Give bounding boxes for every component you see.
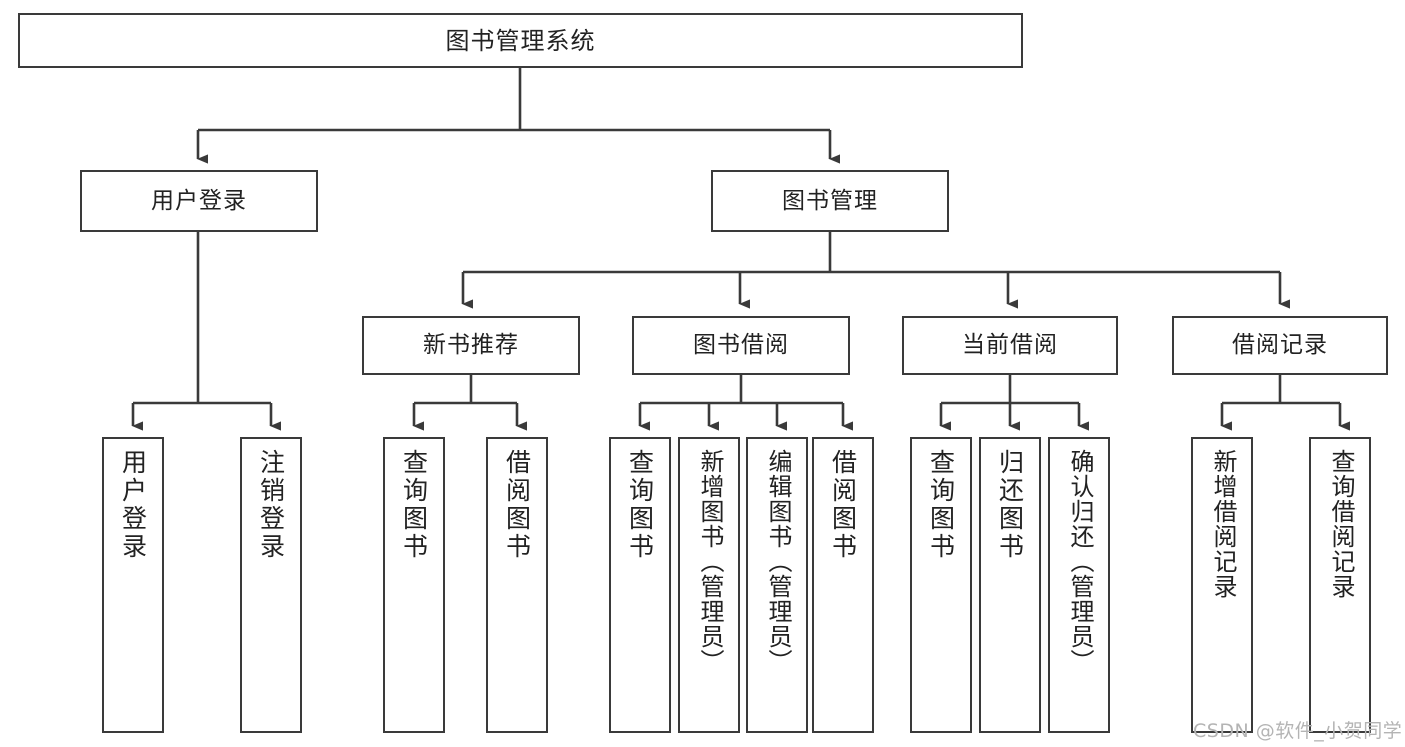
- node-borrow-record[interactable]: 借阅记录: [1172, 316, 1388, 375]
- leaf-user-login[interactable]: 用户登录: [102, 437, 164, 733]
- node-label: 新增借阅记录: [1208, 449, 1237, 599]
- leaf-return-book[interactable]: 归还图书: [979, 437, 1041, 733]
- leaf-add-book-admin[interactable]: 新增图书（管理员）: [678, 437, 740, 733]
- node-book-borrow[interactable]: 图书借阅: [632, 316, 850, 375]
- node-label: 新书推荐: [423, 332, 519, 359]
- node-label: 用户登录: [118, 449, 148, 561]
- node-label: 查询图书: [399, 449, 429, 561]
- node-root-system[interactable]: 图书管理系统: [18, 13, 1023, 68]
- leaf-logout[interactable]: 注销登录: [240, 437, 302, 733]
- node-new-book-recommendation[interactable]: 新书推荐: [362, 316, 580, 375]
- node-label: 编辑图书（管理员）: [763, 449, 792, 674]
- node-label: 图书管理: [782, 187, 878, 214]
- node-label: 查询借阅记录: [1326, 449, 1355, 599]
- leaf-borrow-query-book[interactable]: 查询图书: [609, 437, 671, 733]
- node-label: 新增图书（管理员）: [695, 449, 724, 674]
- node-label: 当前借阅: [962, 332, 1058, 359]
- watermark-text: CSDN @软件_小贺同学: [1193, 720, 1403, 742]
- node-book-management[interactable]: 图书管理: [711, 170, 949, 232]
- node-label: 归还图书: [995, 449, 1025, 561]
- leaf-edit-book-admin[interactable]: 编辑图书（管理员）: [746, 437, 808, 733]
- node-label: 图书管理系统: [445, 26, 596, 55]
- node-label: 借阅记录: [1232, 332, 1328, 359]
- node-label: 查询图书: [926, 449, 956, 561]
- node-label: 查询图书: [625, 449, 655, 561]
- node-label: 图书借阅: [693, 332, 789, 359]
- node-label: 注销登录: [256, 449, 286, 561]
- leaf-borrow-book[interactable]: 借阅图书: [812, 437, 874, 733]
- node-label: 确认归还（管理员）: [1065, 449, 1094, 674]
- leaf-recommend-query-book[interactable]: 查询图书: [383, 437, 445, 733]
- leaf-add-borrow-record[interactable]: 新增借阅记录: [1191, 437, 1253, 733]
- node-current-borrow[interactable]: 当前借阅: [902, 316, 1118, 375]
- node-label: 借阅图书: [828, 449, 858, 561]
- leaf-recommend-borrow-book[interactable]: 借阅图书: [486, 437, 548, 733]
- node-label: 用户登录: [151, 187, 247, 214]
- leaf-query-borrow-record[interactable]: 查询借阅记录: [1309, 437, 1371, 733]
- leaf-confirm-return-admin[interactable]: 确认归还（管理员）: [1048, 437, 1110, 733]
- leaf-current-query-book[interactable]: 查询图书: [910, 437, 972, 733]
- node-user-login[interactable]: 用户登录: [80, 170, 318, 232]
- node-label: 借阅图书: [502, 449, 532, 561]
